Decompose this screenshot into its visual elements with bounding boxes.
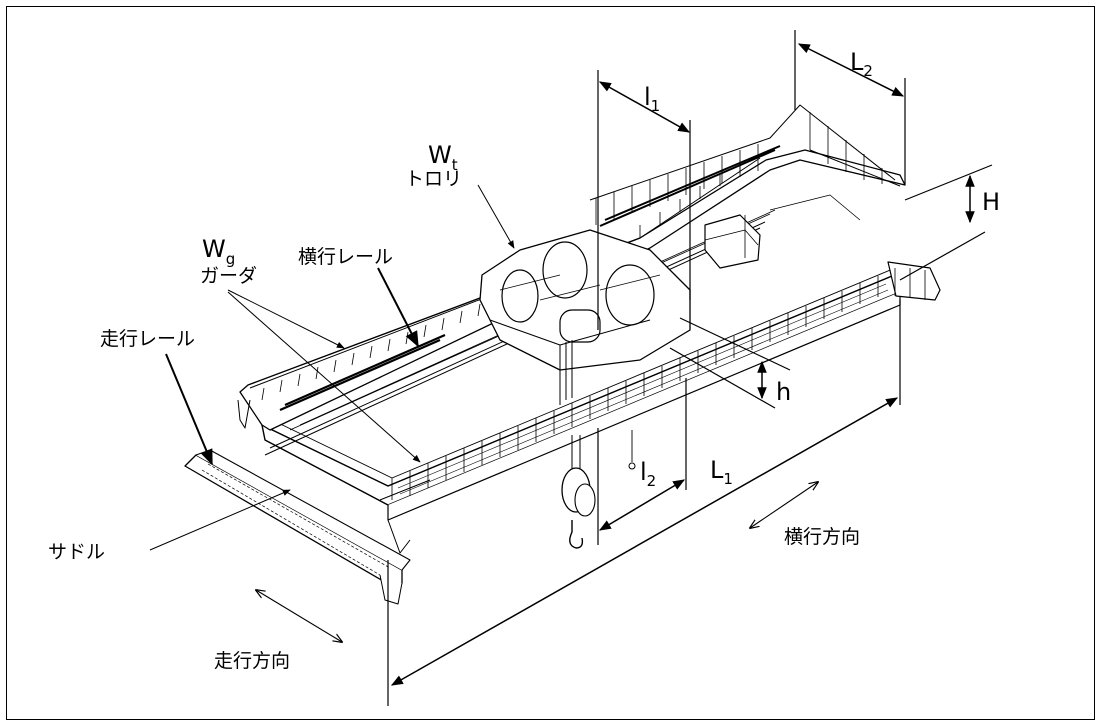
saddle-leader <box>149 489 291 551</box>
l1-label: l1 <box>644 83 660 115</box>
trolley-caption: トロリ <box>405 168 462 190</box>
saddle-label: サドル <box>48 541 105 563</box>
traverse-rail-label: 横行レール <box>298 246 393 268</box>
L1-label: L1 <box>710 456 733 488</box>
traverse-rail-leader <box>377 267 419 348</box>
traverse-direction-arrow <box>750 482 818 528</box>
dimension-lines <box>387 30 993 706</box>
girder-leader-1 <box>227 289 345 349</box>
labels: Wt トロリ Wg ガーダ 横行レール 走行レール サドル 横行方向 走行方向 … <box>48 48 1000 672</box>
trolley <box>479 229 691 405</box>
l2-label: l2 <box>640 458 656 490</box>
trolley-weight-label: Wt <box>428 141 458 174</box>
h-label: h <box>776 378 791 406</box>
girder-caption: ガーダ <box>200 265 257 287</box>
direction-arrows <box>256 482 818 642</box>
motor-box <box>704 194 861 269</box>
travel-rail-label: 走行レール <box>100 328 195 350</box>
leader-lines <box>149 184 515 551</box>
H-label: H <box>982 188 1000 216</box>
travel-rail-leader <box>165 353 213 466</box>
girder-leader-2 <box>227 291 421 463</box>
saddle <box>184 399 411 605</box>
girder-weight-label: Wg <box>202 235 235 268</box>
travel-direction-arrow <box>256 590 342 642</box>
end-truck-right <box>887 261 941 301</box>
L2-label: L2 <box>850 48 873 80</box>
trolley-leader <box>477 184 515 249</box>
travel-direction-label: 走行方向 <box>214 650 290 672</box>
traverse-direction-label: 横行方向 <box>784 526 860 548</box>
